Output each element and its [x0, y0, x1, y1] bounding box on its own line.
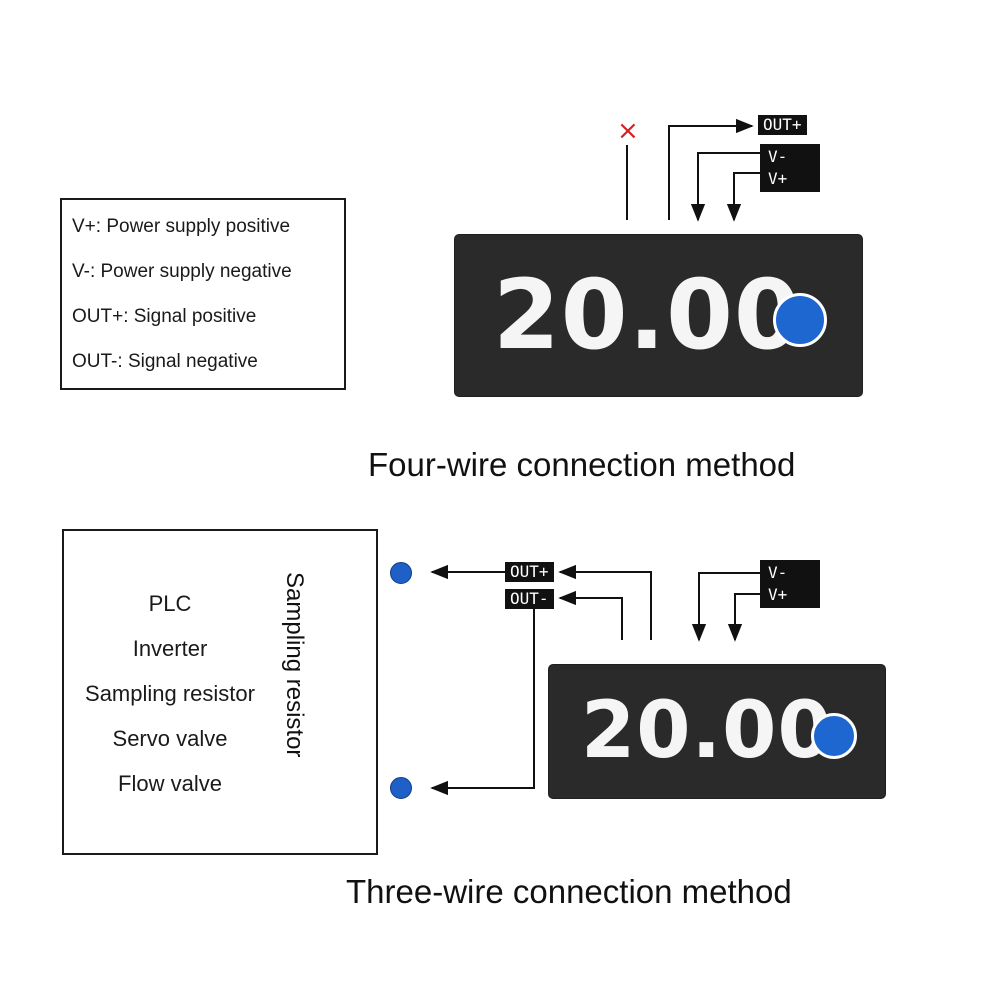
four-wire-v-plus-tag: V+ [768, 169, 788, 188]
three-wire-display: 20.00 [549, 665, 885, 798]
three-wire-indicator-led [811, 713, 857, 759]
three-wire-out-minus-tag: OUT- [505, 589, 554, 609]
device-item-sampling-resistor: Sampling resistor [85, 681, 255, 706]
four-wire-indicator-led [773, 293, 827, 347]
four-wire-out-plus-tag: OUT+ [758, 115, 807, 135]
three-wire-caption: Three-wire connection method [346, 873, 792, 910]
four-wire-caption: Four-wire connection method [368, 446, 796, 483]
three-wire-v-minus-lead [691, 572, 772, 642]
four-wire-power-tag: V- V+ [760, 144, 820, 192]
device-item-inverter: Inverter [132, 636, 208, 661]
legend-item-v-minus: V-: Power supply negative [72, 261, 292, 282]
three-wire-display-value: 20.00 [581, 686, 833, 776]
four-wire-v-minus-lead [690, 152, 772, 222]
legend-item-v-plus: V+: Power supply positive [72, 216, 291, 237]
four-wire-display-value: 20.00 [493, 259, 802, 371]
legend-box: V+: Power supply positive V-: Power supp… [60, 198, 346, 390]
device-item-servo-valve: Servo valve [112, 726, 228, 751]
three-wire-out-minus-to-terminal [430, 607, 535, 796]
resistor-vertical-label: Sampling resistor [281, 572, 308, 758]
legend-item-out-plus: OUT+: Signal positive [72, 306, 257, 327]
four-wire-v-minus-tag: V- [768, 147, 788, 166]
four-wire-v-plus-lead [726, 172, 772, 222]
device-item-flow-valve: Flow valve [118, 771, 222, 796]
three-wire-v-plus-tag: V+ [768, 585, 788, 604]
three-wire-power-tag: V- V+ [760, 560, 820, 608]
four-wire-display: 20.00 [455, 235, 862, 396]
three-wire-out-plus-tag: OUT+ [505, 562, 554, 582]
four-wire-out-plus-lead [668, 118, 754, 220]
legend-item-out-minus: OUT-: Signal negative [72, 351, 258, 372]
three-wire-lead-b [558, 590, 623, 640]
three-wire-v-plus-lead [727, 593, 772, 642]
device-item-plc: PLC [148, 591, 192, 616]
three-wire-lead-a [558, 564, 652, 640]
device-box: PLC Inverter Sampling resistor Servo val… [62, 529, 378, 855]
not-connected-mark: × [617, 116, 639, 146]
terminal-bottom [390, 777, 412, 799]
terminal-top [390, 562, 412, 584]
three-wire-v-minus-tag: V- [768, 563, 788, 582]
